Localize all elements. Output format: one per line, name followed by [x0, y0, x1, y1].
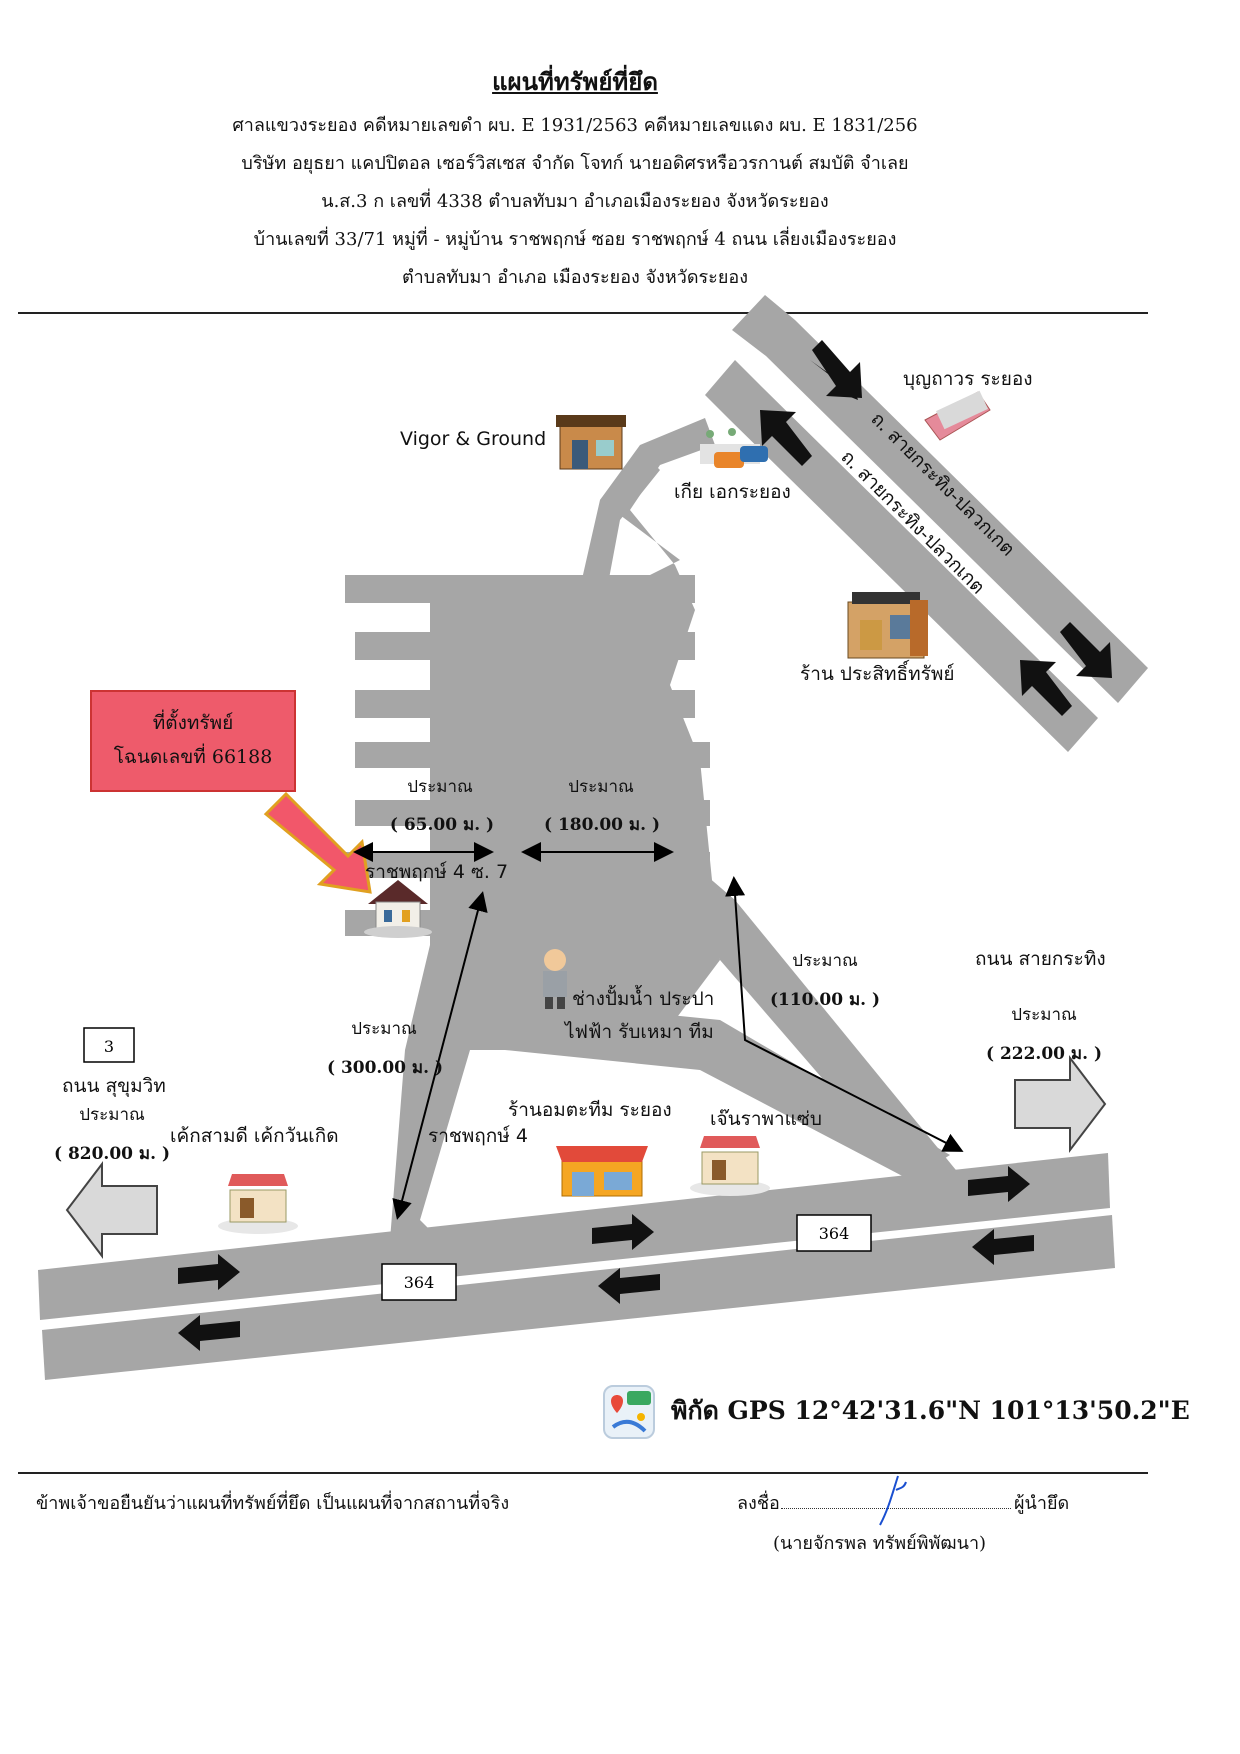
distance-110-arrow [725, 876, 964, 1152]
distance-820-caption: ประมาณ [79, 1105, 145, 1125]
gps-text: พิกัด GPS 12°42'31.6"N 101°13'50.2"E [671, 1396, 1190, 1425]
soi-5 [355, 800, 710, 826]
cake-label: เค้กสามดี เค้กวันเกิด [170, 1125, 339, 1147]
distance-300-caption: ประมาณ [351, 1019, 417, 1039]
vigor-label: Vigor & Ground [400, 428, 546, 450]
header-divider [18, 312, 1148, 314]
traffic-arrow [598, 1268, 660, 1304]
distance-300-arrow [392, 891, 488, 1220]
plumber-label-1: ช่างปั้มน้ำ ประปา [572, 985, 714, 1010]
case-line: ศาลแขวงระยอง คดีหมายเลขดำ ผบ. E 1931/256… [232, 115, 918, 136]
distance-222-value: ( 222.00 ม. ) [986, 1044, 1102, 1064]
deed-line: น.ส.3 ก เลขที่ 4338 ตำบลทับมา อำเภอเมือง… [321, 191, 829, 212]
jen-shop-icon [690, 1136, 770, 1196]
upper-connector [575, 450, 660, 610]
traffic-arrow [1020, 660, 1072, 716]
distance-110-value: (110.00 ม. ) [770, 990, 880, 1010]
road-3-label: 3 [104, 1037, 114, 1056]
distance-180-value: ( 180.00 ม. ) [544, 815, 660, 835]
highway-364-lane-2 [42, 1215, 1115, 1380]
soi-1 [345, 575, 695, 603]
traffic-arrows [178, 340, 1112, 1351]
boonthavorn-label: บุญถาวร ระยอง [903, 368, 1033, 391]
parties-line: บริษัท อยุธยา แคปปิตอล เซอร์วิสเซส จำกัด… [241, 153, 909, 174]
sign-label: ลงชื่อ [737, 1493, 780, 1514]
jen-label: เจ๊นราพาแซ่บ [710, 1108, 822, 1130]
distance-110-caption: ประมาณ [792, 951, 858, 971]
deed-number: โฉนดเลขที่ 66188 [113, 746, 273, 768]
house-icon [364, 880, 432, 938]
traffic-arrow [972, 1229, 1034, 1265]
traffic-arrow [178, 1315, 240, 1351]
plumber-label-2: ไฟฟ้า รับเหมา ทีม [563, 1021, 714, 1043]
prasit-label: ร้าน ประสิทธิ์ทรัพย์ [800, 659, 954, 685]
soi-2 [355, 632, 695, 660]
plumber-icon [543, 949, 567, 1009]
signature-mark [879, 1475, 907, 1526]
distance-65-caption: ประมาณ [407, 777, 473, 797]
address-line: บ้านเลขที่ 33/71 หมู่ที่ - หมู่บ้าน ราชพ… [253, 229, 897, 250]
kia-cars-icon [700, 428, 768, 468]
property-pointer-arrow [263, 791, 372, 894]
sukhumvit-label: ถนน สุขุมวิท [62, 1075, 166, 1098]
gps-map-icon [603, 1385, 655, 1439]
prasit-shop-icon [847, 592, 928, 659]
soi-4 [355, 742, 710, 768]
road-box-364-a: 364 [381, 1263, 457, 1301]
kratin-label: ถนน สายกระทิง [975, 948, 1106, 970]
soi-3 [355, 690, 695, 718]
traffic-arrow [812, 340, 862, 398]
soi7-label: ราชพฤกษ์ 4 ซ. 7 [365, 861, 508, 883]
amata-shop-icon [556, 1146, 648, 1197]
property-location-box: ที่ตั้งทรัพย์ โฉนดเลขที่ 66188 [90, 690, 296, 792]
map-title: แผนที่ทรัพย์ที่ยึด [492, 67, 658, 96]
signer-name: (นายจักรพล ทรัพย์พิพัฒนา) [773, 1533, 987, 1554]
gps-coordinates: พิกัด GPS 12°42'31.6"N 101°13'50.2"E [603, 1383, 1203, 1443]
road-364-label-b: 364 [819, 1224, 850, 1243]
kia-label: เกีย เอกระยอง [674, 481, 791, 503]
boonthavorn-building-icon [924, 390, 991, 441]
traffic-arrow [968, 1166, 1030, 1202]
footer-divider [18, 1472, 1148, 1474]
signature-line [781, 1508, 1011, 1509]
district-line: ตำบลทับมา อำเภอ เมืองระยอง จังหวัดระยอง [401, 267, 748, 288]
traffic-arrow [592, 1214, 654, 1250]
amata-label: ร้านอมตะทีม ระยอง [508, 1099, 672, 1121]
east-direction-arrow [1014, 1055, 1107, 1153]
traffic-arrow [178, 1254, 240, 1290]
distance-180-caption: ประมาณ [568, 777, 634, 797]
cake-shop-icon [218, 1174, 298, 1234]
west-direction-arrow [65, 1161, 158, 1259]
upper-road-lane-1 [732, 295, 1148, 703]
road-box-3: 3 [83, 1027, 135, 1063]
highway-364-lane-1 [38, 1153, 1110, 1320]
sign-role: ผู้นำยึด [1014, 1493, 1070, 1514]
road-box-364-b: 364 [796, 1214, 872, 1252]
confirmation-statement: ข้าพเจ้าขอยืนยันว่าแผนที่ทรัพย์ที่ยึด เป… [36, 1493, 510, 1514]
soi4-label: ราชพฤกษ์ 4 [428, 1125, 528, 1147]
property-location-title: ที่ตั้งทรัพย์ [152, 712, 234, 734]
distance-222-caption: ประมาณ [1011, 1005, 1077, 1025]
road-364-label-a: 364 [404, 1273, 435, 1292]
traffic-arrow [1060, 622, 1112, 678]
traffic-arrow [760, 410, 812, 466]
distance-820-value: ( 820.00 ม. ) [54, 1144, 170, 1164]
vigor-shop-icon [556, 415, 626, 470]
distance-300-value: ( 300.00 ม. ) [327, 1058, 443, 1078]
distance-65-value: ( 65.00 ม. ) [390, 815, 494, 835]
